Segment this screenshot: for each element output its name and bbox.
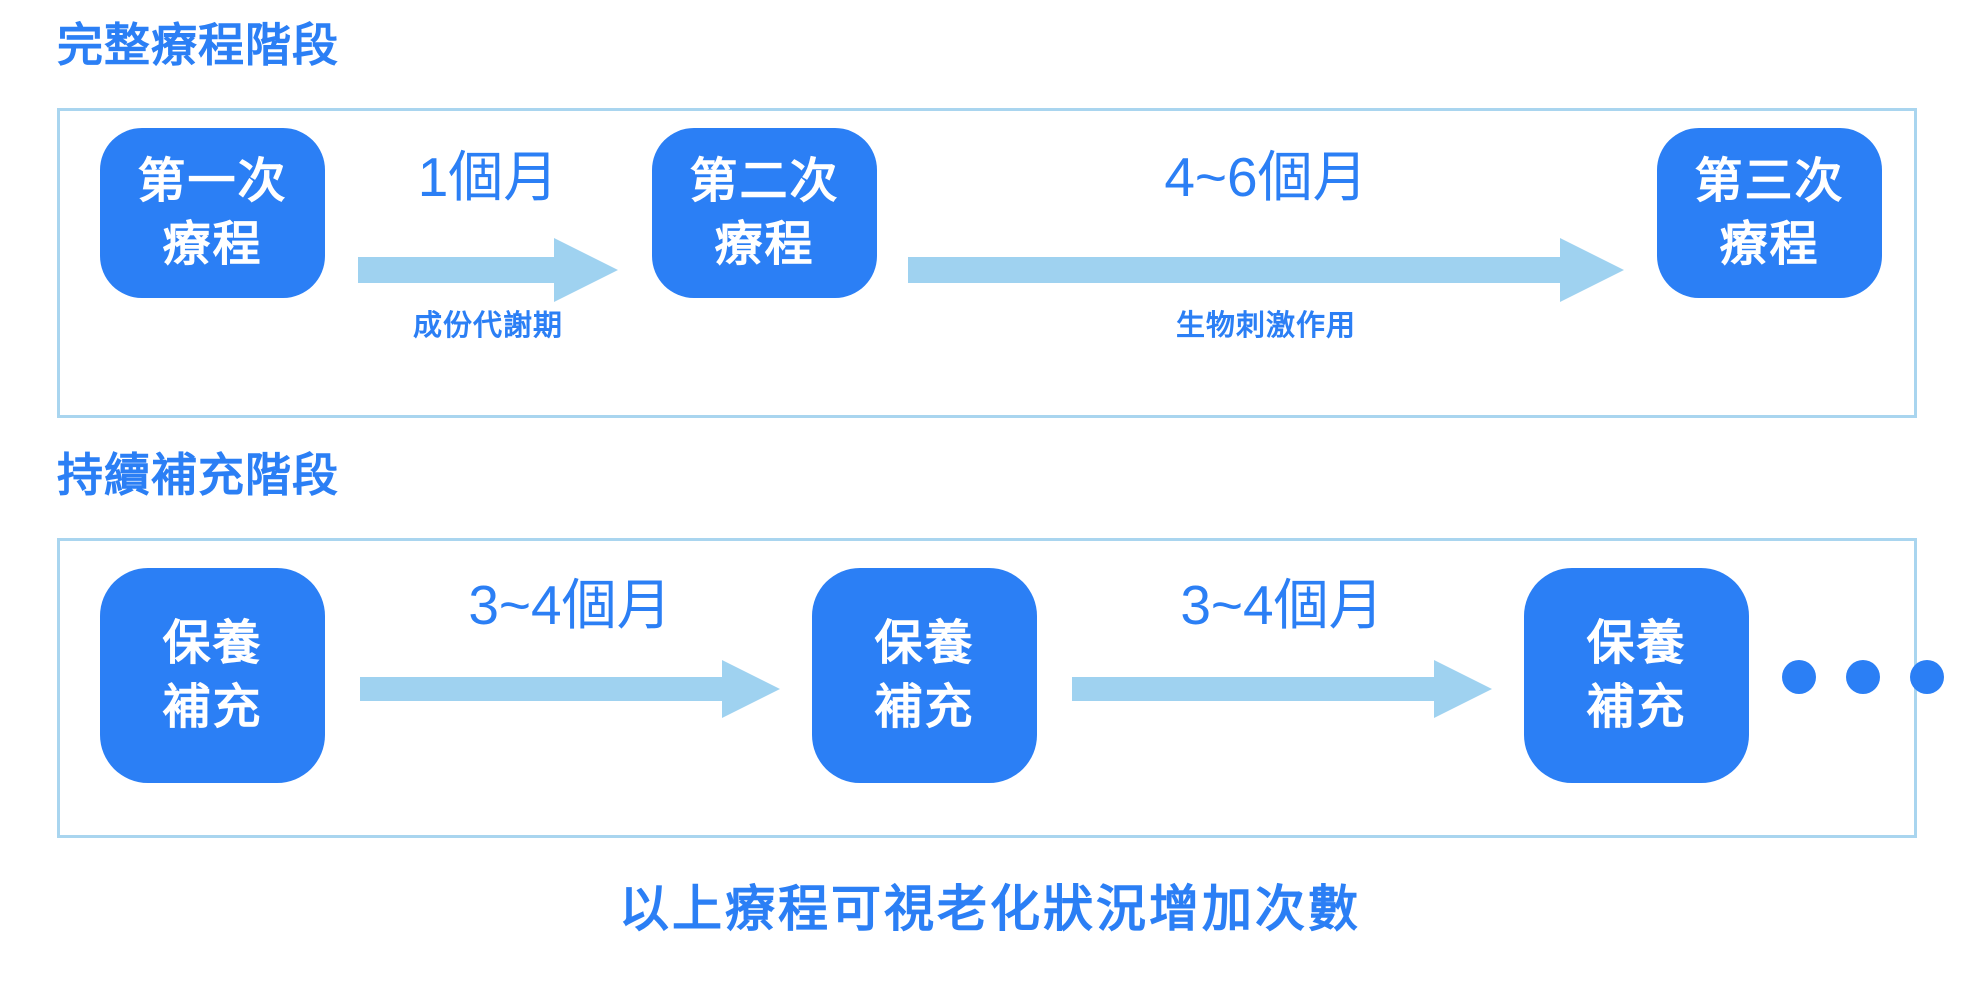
node-label-line1: 保養 bbox=[1586, 617, 1687, 671]
node-maintenance-2: 保養 補充 bbox=[812, 568, 1037, 783]
node-label-line1: 第一次 bbox=[137, 154, 288, 208]
dot-icon bbox=[1910, 660, 1944, 694]
node-label-line2: 補充 bbox=[162, 680, 263, 734]
section-heading-full-course: 完整療程階段 bbox=[57, 19, 339, 71]
dot-icon bbox=[1782, 660, 1816, 694]
arrow-right-icon bbox=[360, 660, 780, 718]
node-label-line2: 補充 bbox=[1586, 680, 1687, 734]
node-maintenance-1: 保養 補充 bbox=[100, 568, 325, 783]
dot-icon bbox=[1846, 660, 1880, 694]
arrow-right-icon bbox=[358, 238, 618, 302]
node-label-line1: 第二次 bbox=[689, 154, 840, 208]
section-heading-maintenance: 持續補充階段 bbox=[57, 449, 339, 501]
node-label-line2: 療程 bbox=[714, 218, 815, 271]
arrow-right-icon bbox=[1072, 660, 1492, 718]
node-second-treatment: 第二次 療程 bbox=[652, 128, 877, 298]
node-label-line1: 保養 bbox=[162, 617, 263, 671]
node-maintenance-3: 保養 補充 bbox=[1524, 568, 1749, 783]
node-label-line1: 保養 bbox=[874, 617, 975, 671]
connector-duration-label: 4~6個月 bbox=[1164, 146, 1368, 208]
node-first-treatment: 第一次 療程 bbox=[100, 128, 325, 298]
node-label-line1: 第三次 bbox=[1694, 154, 1845, 208]
arrow-right-icon bbox=[908, 238, 1624, 302]
node-label-line2: 療程 bbox=[1719, 218, 1820, 271]
continuation-dots-icon bbox=[1782, 660, 1944, 694]
connector-duration-label: 3~4個月 bbox=[468, 574, 672, 636]
node-label-line2: 補充 bbox=[874, 680, 975, 734]
connector-duration-label: 3~4個月 bbox=[1180, 574, 1384, 636]
connector-note-label: 成份代謝期 bbox=[412, 310, 563, 342]
connector-duration-label: 1個月 bbox=[417, 146, 559, 208]
node-label-line2: 療程 bbox=[162, 218, 263, 271]
connector-note-label: 生物刺激作用 bbox=[1175, 310, 1356, 342]
node-third-treatment: 第三次 療程 bbox=[1657, 128, 1882, 298]
footer-note: 以上療程可視老化狀況增加次數 bbox=[619, 881, 1361, 937]
